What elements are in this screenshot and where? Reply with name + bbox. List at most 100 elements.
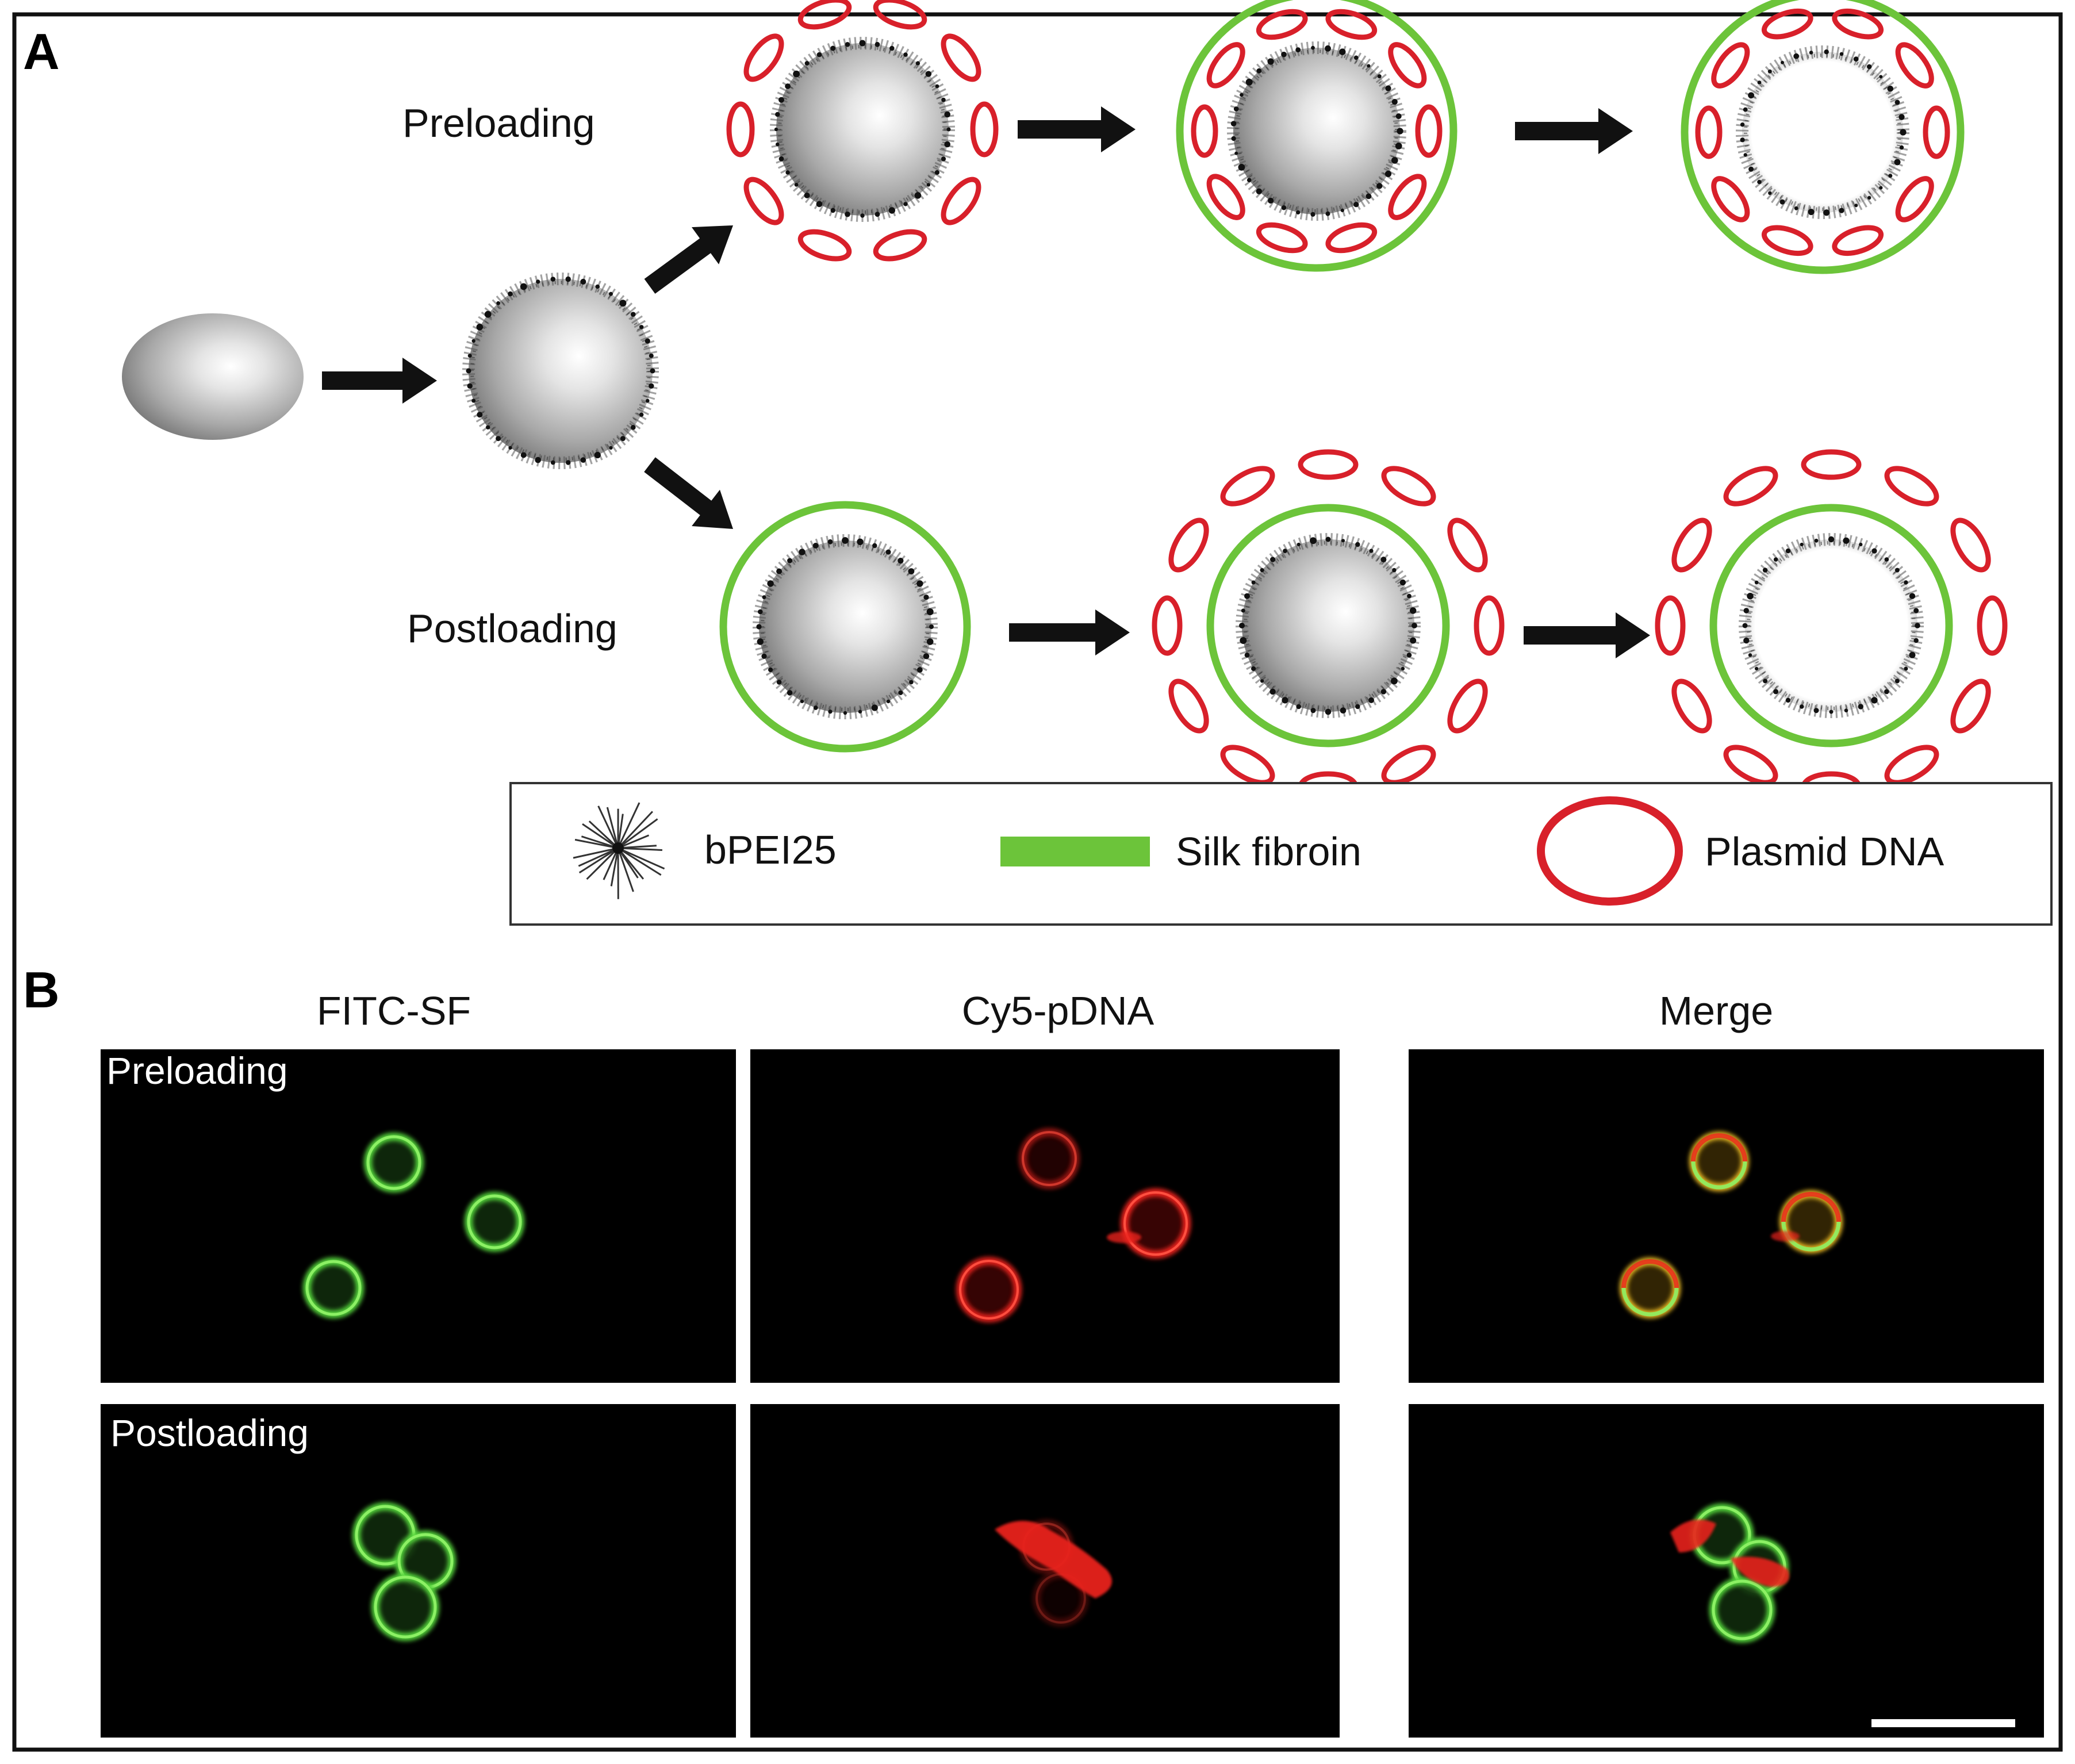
pei-node [1341, 539, 1345, 543]
pei-node [1353, 202, 1359, 208]
pei-node [1246, 178, 1252, 183]
pei-strand [617, 848, 634, 892]
pei-node [885, 549, 891, 555]
legend-silk-label: Silk fibroin [1176, 829, 1361, 874]
micrograph-grid [101, 1049, 2044, 1738]
pei-node [1310, 537, 1317, 544]
pei-node [923, 595, 929, 600]
pei-node [1340, 208, 1344, 212]
pei-inner-band [778, 45, 947, 214]
plasmid-dna [1655, 595, 1686, 656]
silk-fibroin-shell [1176, 0, 1458, 272]
pei-node [897, 558, 904, 564]
pei-node [917, 667, 923, 673]
pei-node [1297, 542, 1301, 547]
pei-node [1325, 211, 1330, 216]
plasmid-dna [1832, 8, 1884, 40]
particle-body [1713, 1581, 1771, 1639]
pei-node [1742, 623, 1748, 628]
particle-body [469, 1196, 520, 1248]
pei-coat [462, 273, 659, 469]
pei-node [1230, 121, 1237, 126]
plasmid-dna [941, 33, 981, 82]
pei-node [1366, 193, 1372, 200]
pei-node [1260, 568, 1264, 573]
particle-rim [1712, 1579, 1773, 1640]
particle-green-arc [1621, 1287, 1679, 1317]
pei-coat [1236, 533, 1421, 718]
pei-node [1824, 49, 1829, 55]
preloading-route-label: Preloading [402, 101, 595, 145]
column-label-fitc: FITC-SF [317, 988, 471, 1033]
plasmid-dna [797, 0, 852, 30]
pei-node [1256, 68, 1262, 74]
plasmid-dna [1152, 595, 1183, 656]
pei-node [1762, 567, 1768, 573]
pei-node [649, 383, 654, 389]
pei-node [631, 312, 636, 317]
pei-strand [582, 823, 619, 849]
fluorescent-particle [1121, 1188, 1191, 1259]
plasmid-dna [1895, 176, 1934, 223]
pei-node [1763, 678, 1768, 684]
particle-body [1037, 1574, 1085, 1623]
pei-node [535, 457, 541, 463]
pei-node [785, 170, 790, 175]
particle-body [1624, 1261, 1677, 1314]
pei-node [1391, 677, 1398, 685]
pei-node [1399, 579, 1406, 586]
plasmid-dna [1220, 466, 1275, 507]
pei-node [1384, 170, 1392, 177]
pei-node [1867, 195, 1871, 200]
hollow-core [1745, 539, 1917, 712]
plasmid-dna [970, 101, 999, 158]
process-arrow [1018, 106, 1136, 152]
pei-node [1268, 197, 1274, 204]
template-sphere [776, 43, 949, 216]
pei-node [1888, 174, 1893, 178]
plasmid-dna [1168, 678, 1209, 734]
pei-node [1899, 145, 1904, 150]
pei-node [1748, 166, 1754, 172]
plasmid-dna [1325, 222, 1378, 254]
plasmid-dna [941, 177, 981, 225]
pei-node [1407, 593, 1412, 599]
plasmid-dna [873, 0, 927, 30]
pei-node [1282, 697, 1288, 704]
pei-strand [617, 847, 665, 870]
pei-node [1904, 580, 1908, 585]
pei-node [1368, 697, 1374, 703]
pei-node [1256, 188, 1262, 194]
pei-strand [617, 802, 640, 849]
plasmid-dna [1801, 449, 1862, 480]
pei-node [580, 278, 586, 285]
pei-node [1743, 107, 1748, 112]
pei-node [845, 211, 850, 217]
pei-node [871, 704, 878, 711]
pei-node [1800, 542, 1804, 547]
particle-rim [1123, 1191, 1188, 1256]
silk-fibroin-shell [1681, 0, 1965, 274]
particle-body [368, 1137, 420, 1188]
pei-node [1340, 707, 1347, 714]
pei-node [1325, 45, 1331, 52]
pei-node [903, 202, 908, 206]
pei-node [1809, 51, 1813, 55]
pei-node [925, 71, 932, 77]
pei-node [804, 192, 810, 198]
plasmid-dna [1415, 104, 1443, 158]
pei-node [484, 310, 492, 318]
pei-node [1757, 80, 1762, 85]
pei-node [1859, 542, 1863, 547]
silk-fibroin-shell [1206, 504, 1450, 747]
plasmid-dna [1447, 678, 1488, 734]
pei-node [1794, 206, 1798, 210]
pei-node [915, 61, 920, 66]
pei-node [1839, 52, 1844, 56]
pei-node [828, 710, 833, 714]
pei-node [550, 460, 555, 465]
plasmid-dna [1388, 174, 1427, 220]
pei-strand [586, 847, 619, 880]
fluorescent-particle [1689, 1132, 1749, 1191]
legend-pei-symbol [573, 802, 665, 899]
